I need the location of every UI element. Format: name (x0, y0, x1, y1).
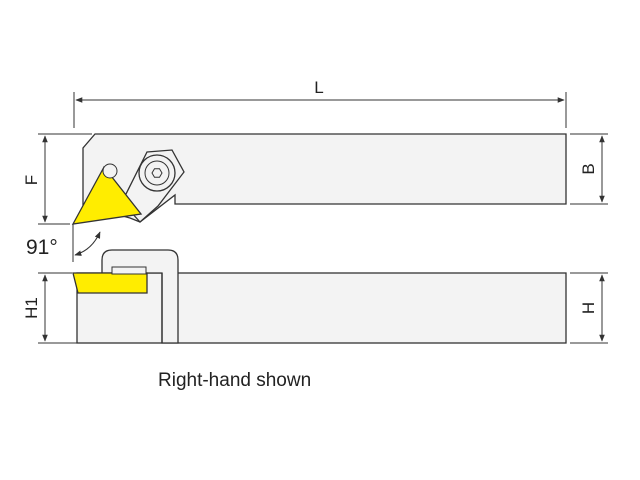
dimension-label-h: H (579, 302, 598, 314)
dimension-f: F (22, 133, 92, 225)
side-view (72, 249, 567, 344)
dimension-label-l: L (314, 78, 323, 97)
shank-side-view (76, 272, 567, 344)
dimension-label-b: B (579, 163, 598, 174)
hex-socket-icon (151, 168, 163, 178)
top-view (71, 133, 567, 225)
dimension-b: B (570, 133, 608, 205)
dimension-label-f: F (22, 175, 41, 185)
cutting-insert-top (71, 165, 143, 225)
diagram-caption: Right-hand shown (158, 370, 311, 391)
angle-label: 91° (26, 236, 58, 259)
dimension-label-h1: H1 (22, 297, 41, 319)
clamp-screw-ring (144, 160, 170, 186)
clamp-screw-head (138, 154, 176, 192)
dimension-l: L (73, 78, 567, 128)
cutting-insert-side (72, 272, 148, 294)
angle-indicator: 91° (26, 224, 101, 262)
insert-hole-icon (102, 163, 118, 179)
insert-seat (111, 266, 147, 275)
shank-top-view (82, 133, 567, 223)
dimension-h1: H1 (22, 272, 77, 344)
dimension-h: H (570, 272, 608, 344)
